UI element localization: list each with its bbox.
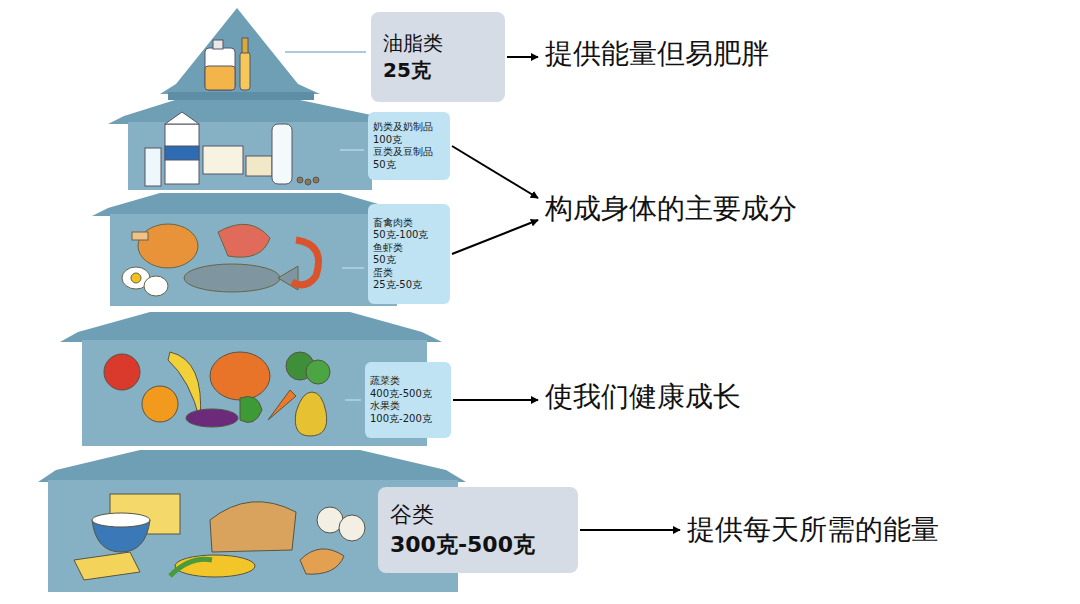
- vegetable-fruit: [104, 352, 330, 436]
- grain-foods-part: [210, 502, 296, 552]
- food-label: 50克: [373, 254, 445, 267]
- grain-foods-part: [92, 513, 150, 527]
- food-label: 蔬菜类: [370, 375, 446, 388]
- meat-foods-part: [132, 232, 148, 240]
- food-label: 25克: [383, 57, 493, 84]
- function-text: 构成身体的主要成分: [541, 188, 801, 230]
- dairy-foods-part: [165, 112, 199, 124]
- food-group-box: 谷类300克-500克: [378, 487, 578, 573]
- dairy-foods-part: [272, 124, 292, 184]
- pagoda-tier-part: [110, 214, 397, 306]
- function-label: 使我们健康成长: [545, 378, 741, 416]
- vegetable-fruit-part: [142, 386, 178, 422]
- function-label: 提供每天所需的能量: [687, 511, 939, 549]
- pagoda-tier-part: [38, 450, 466, 482]
- grain-foods-part: [74, 552, 140, 580]
- leader-line-part: [285, 51, 366, 53]
- food-group-box: 奶类及奶制品100克豆类及豆制品50克: [368, 112, 450, 180]
- arrow-connector: [580, 529, 680, 531]
- meat-foods-part: [218, 224, 270, 257]
- vegetable-fruit-part: [210, 352, 270, 400]
- arrow-connector: [453, 399, 538, 401]
- vegetable-fruit-part: [240, 397, 262, 423]
- meat-foods-part: [138, 224, 198, 268]
- food-label: 豆类及豆制品: [373, 146, 445, 159]
- meat-foods-part: [131, 273, 141, 283]
- function-text: 提供能量但易肥胖: [541, 33, 773, 75]
- oil-bottles: [205, 38, 250, 90]
- meat-foods-part: [292, 240, 319, 285]
- meat-foods: [122, 224, 319, 296]
- food-label: 300克-500克: [390, 530, 566, 560]
- oil-bottles-part: [205, 66, 235, 90]
- oil-bottles-part: [213, 40, 223, 49]
- dairy-foods-part: [297, 177, 303, 183]
- meat-foods-part: [144, 276, 168, 296]
- leader-line-part: [345, 399, 361, 401]
- dairy-foods-part: [313, 177, 319, 183]
- food-label: 25克-50克: [373, 279, 445, 292]
- vegetable-fruit-part: [168, 352, 201, 420]
- pagoda-tier-part: [92, 193, 408, 216]
- vegetable-fruit-part: [268, 390, 296, 420]
- food-group-box: 蔬菜类400克-500克水果类100克-200克: [365, 362, 451, 438]
- vegetable-fruit-part: [295, 392, 326, 436]
- food-label: 50克-100克: [373, 229, 445, 242]
- food-label: 100克: [373, 134, 445, 147]
- food-label: 400克-500克: [370, 388, 446, 401]
- dairy-foods-part: [165, 146, 199, 160]
- food-label: 蛋类: [373, 267, 445, 280]
- food-label: 奶类及奶制品: [373, 121, 445, 134]
- food-label: 谷类: [390, 500, 566, 530]
- food-group-box: 畜禽肉类50克-100克鱼虾类50克蛋类25克-50克: [368, 204, 450, 304]
- function-text: 提供每天所需的能量: [683, 509, 943, 551]
- vegetable-fruit-part: [186, 409, 238, 427]
- pagoda-tier-part: [108, 100, 392, 124]
- pagoda-tier-part: [60, 312, 442, 342]
- leader-line: [285, 52, 366, 400]
- pagoda-tier-part: [128, 122, 372, 190]
- food-label: 水果类: [370, 400, 446, 413]
- food-label: 100克-200克: [370, 413, 446, 426]
- oil-bottles-part: [205, 48, 235, 90]
- vegetable-fruit-part: [306, 360, 330, 384]
- function-text: 使我们健康成长: [541, 376, 745, 418]
- dairy-foods-part: [203, 146, 243, 174]
- arrow-connector: [507, 56, 538, 58]
- dairy-foods-part: [305, 179, 311, 185]
- oil-bottles-part: [240, 52, 250, 90]
- function-label: 构成身体的主要成分: [545, 190, 797, 228]
- grain-foods: [74, 494, 365, 580]
- grain-foods-part: [339, 515, 365, 541]
- food-label: 油脂类: [383, 30, 493, 57]
- dairy-foods-part: [246, 156, 272, 176]
- meat-foods-part: [184, 264, 280, 292]
- dairy-foods-part: [145, 148, 161, 186]
- grain-foods-part: [170, 559, 212, 576]
- leader-line-part: [340, 149, 364, 151]
- vegetable-fruit-part: [104, 354, 140, 390]
- arrow-connector: [452, 220, 538, 254]
- function-label: 提供能量但易肥胖: [545, 35, 769, 73]
- food-label: 鱼虾类: [373, 242, 445, 255]
- arrow-connector: [452, 146, 538, 198]
- oil-bottles-part: [242, 38, 248, 53]
- grain-foods-part: [300, 549, 344, 574]
- leader-line-part: [342, 267, 364, 269]
- dairy-foods: [145, 112, 319, 186]
- food-label: 畜禽肉类: [373, 217, 445, 230]
- food-label: 50克: [373, 159, 445, 172]
- food-group-box: 油脂类25克: [371, 12, 505, 102]
- pagoda-tier-part: [168, 92, 314, 100]
- dairy-foods-part: [165, 124, 199, 184]
